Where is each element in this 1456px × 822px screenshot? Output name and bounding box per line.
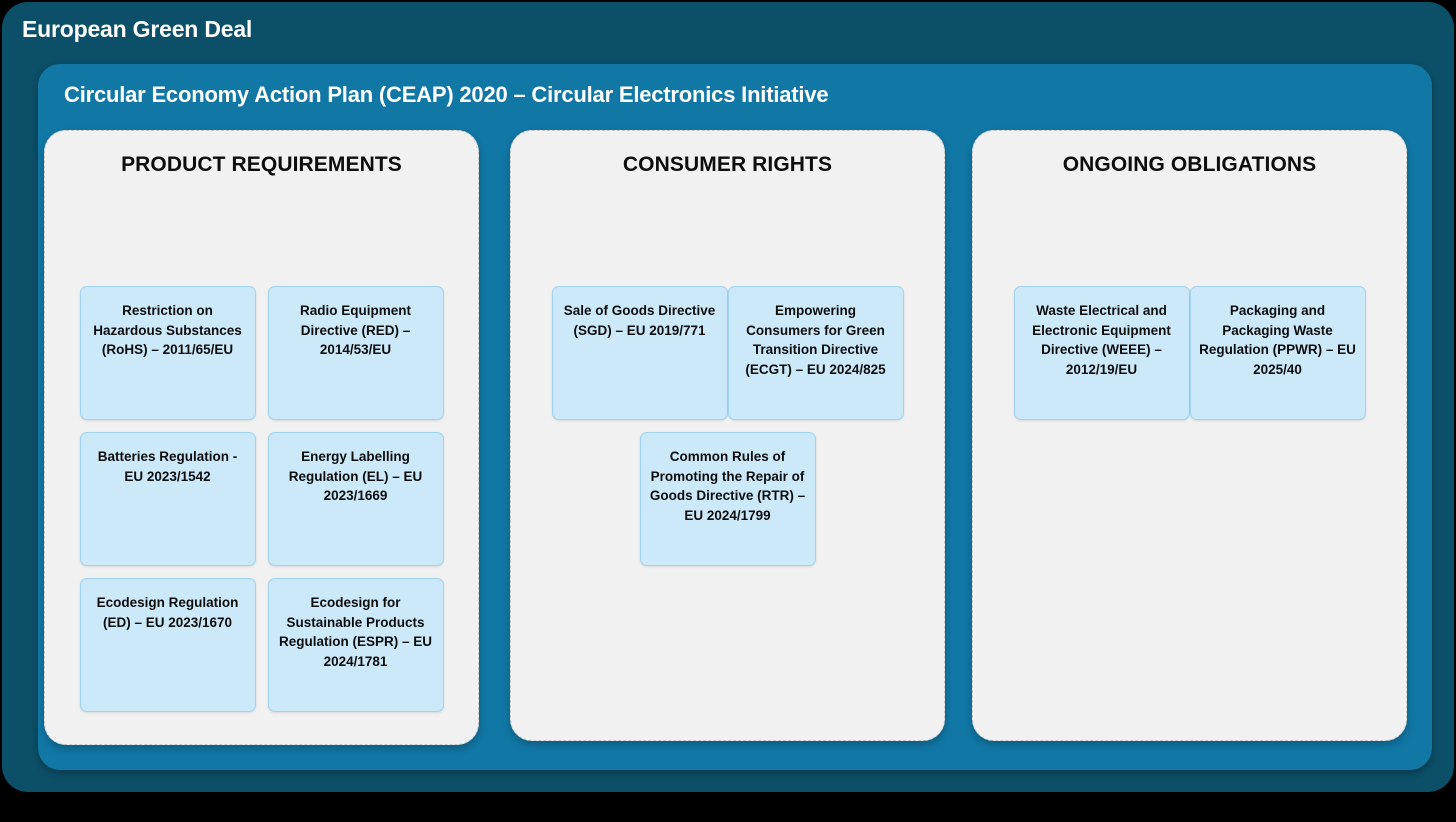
item-label: Empowering Consumers for Green Transitio… (745, 303, 886, 377)
item-label: Ecodesign for Sustainable Products Regul… (278, 595, 432, 669)
column-heading-consumer-rights: CONSUMER RIGHTS (622, 153, 833, 176)
column-heading-ongoing-obligations: ONGOING OBLIGATIONS (1062, 153, 1317, 176)
item-grid-ongoing-obligations: Waste Electrical and Electronic Equipmen… (973, 286, 1406, 420)
european-green-deal-frame: European Green Deal Circular Economy Act… (2, 2, 1454, 792)
column-heading-product-requirements: PRODUCT REQUIREMENTS (121, 153, 402, 176)
ceap-panel: Circular Economy Action Plan (CEAP) 2020… (38, 64, 1432, 770)
item-label: Packaging and Packaging Waste Regulation… (1199, 303, 1356, 377)
item-label: Restriction on Hazardous Substances (RoH… (93, 303, 242, 358)
item-label: Energy Labelling Regulation (EL) – EU 20… (288, 449, 423, 504)
list-item[interactable]: Ecodesign Regulation (ED) – EU 2023/1670 (79, 578, 256, 712)
item-label: Radio Equipment Directive (RED) – 2014/5… (300, 303, 411, 358)
item-grid-product-requirements: Restriction on Hazardous Substances (RoH… (45, 286, 478, 712)
list-item[interactable]: Radio Equipment Directive (RED) – 2014/5… (267, 286, 444, 420)
list-item[interactable]: Restriction on Hazardous Substances (RoH… (79, 286, 256, 420)
item-grid-consumer-rights: Sale of Goods Directive (SGD) – EU 2019/… (511, 286, 944, 566)
list-item[interactable]: Empowering Consumers for Green Transitio… (727, 286, 904, 420)
list-item[interactable]: Common Rules of Promoting the Repair of … (639, 432, 816, 566)
category-columns: PRODUCT REQUIREMENTS Restriction on Haza… (38, 130, 1432, 752)
ceap-panel-title: Circular Economy Action Plan (CEAP) 2020… (64, 82, 829, 107)
item-label: Ecodesign Regulation (ED) – EU 2023/1670 (96, 595, 239, 630)
list-item[interactable]: Batteries Regulation - EU 2023/1542 (79, 432, 256, 566)
item-label: Waste Electrical and Electronic Equipmen… (1032, 303, 1171, 377)
item-label: Batteries Regulation - EU 2023/1542 (97, 449, 238, 484)
list-item[interactable]: Sale of Goods Directive (SGD) – EU 2019/… (551, 286, 728, 420)
list-item[interactable]: Packaging and Packaging Waste Regulation… (1189, 286, 1366, 420)
column-consumer-rights[interactable]: CONSUMER RIGHTS Sale of Goods Directive … (510, 130, 945, 741)
list-item[interactable]: Ecodesign for Sustainable Products Regul… (267, 578, 444, 712)
item-label: Common Rules of Promoting the Repair of … (649, 449, 806, 523)
column-ongoing-obligations[interactable]: ONGOING OBLIGATIONS Waste Electrical and… (972, 130, 1407, 741)
item-label: Sale of Goods Directive (SGD) – EU 2019/… (563, 303, 716, 338)
list-item[interactable]: Waste Electrical and Electronic Equipmen… (1013, 286, 1190, 420)
page-title: European Green Deal (22, 16, 253, 42)
column-product-requirements[interactable]: PRODUCT REQUIREMENTS Restriction on Haza… (44, 130, 479, 745)
list-item[interactable]: Energy Labelling Regulation (EL) – EU 20… (267, 432, 444, 566)
